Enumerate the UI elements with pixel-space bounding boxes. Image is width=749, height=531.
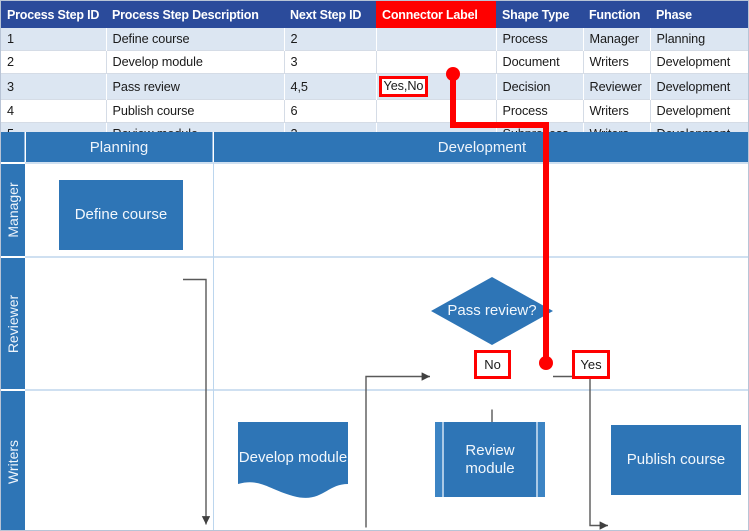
column-header-connector-label[interactable]: Connector Label bbox=[376, 1, 496, 28]
data-table: Process Step ID Process Step Description… bbox=[1, 1, 748, 145]
connector-develop-to-review bbox=[365, 372, 430, 528]
cell-description[interactable]: Define course bbox=[106, 28, 285, 51]
shape-review-module[interactable]: Review module bbox=[435, 422, 545, 497]
cell-description[interactable]: Publish course bbox=[106, 99, 285, 123]
connector-label-yes[interactable]: Yes bbox=[572, 350, 610, 379]
cell-function[interactable]: Writers bbox=[583, 99, 651, 123]
cell-function[interactable]: Manager bbox=[583, 28, 651, 51]
cell-function[interactable]: Reviewer bbox=[583, 73, 651, 100]
connector-label-no-text: No bbox=[484, 357, 501, 372]
cell-shape-type[interactable]: Decision bbox=[496, 73, 584, 100]
cell-shape-type[interactable]: Process bbox=[496, 28, 584, 51]
shape-define-course-label: Define course bbox=[74, 206, 168, 223]
shape-publish-course[interactable]: Publish course bbox=[611, 425, 741, 495]
connector-define-to-develop bbox=[183, 278, 211, 525]
cell-next-step[interactable]: 2 bbox=[284, 28, 377, 51]
lane-label-writers: Writers bbox=[1, 390, 25, 530]
column-header-phase[interactable]: Phase bbox=[650, 1, 748, 28]
swimlane-diagram: Planning Development Manager Reviewer Wr… bbox=[1, 132, 748, 530]
cell-step-id[interactable]: 4 bbox=[1, 99, 107, 123]
diamond-icon bbox=[431, 277, 553, 345]
shape-define-course[interactable]: Define course bbox=[59, 180, 183, 250]
lane-label-manager: Manager bbox=[1, 163, 25, 256]
lane-separator-top bbox=[25, 162, 748, 164]
phase-divider-line bbox=[213, 163, 214, 530]
cell-step-id[interactable]: 3 bbox=[1, 73, 107, 100]
cell-step-id[interactable]: 1 bbox=[1, 28, 107, 51]
connector-label-no[interactable]: No bbox=[474, 350, 511, 379]
column-header-shape-type[interactable]: Shape Type bbox=[496, 1, 583, 28]
table-row[interactable]: 2 Develop module 3 Document Writers Deve… bbox=[1, 50, 748, 74]
table-header-row: Process Step ID Process Step Description… bbox=[1, 1, 748, 28]
connector-label-yes-text: Yes bbox=[580, 357, 602, 372]
column-header-process-step-id[interactable]: Process Step ID bbox=[1, 1, 106, 28]
cell-shape-type[interactable]: Document bbox=[496, 50, 584, 74]
lane-label-reviewer: Reviewer bbox=[1, 257, 25, 389]
cell-step-id[interactable]: 2 bbox=[1, 50, 107, 74]
cell-connector-label[interactable] bbox=[376, 50, 497, 74]
shape-review-module-label: Review module bbox=[465, 441, 515, 477]
shape-develop-module[interactable]: Develop module bbox=[238, 422, 348, 502]
lane-separator-reviewer-writers bbox=[25, 389, 748, 391]
table-row[interactable]: 1 Define course 2 Process Manager Planni… bbox=[1, 28, 748, 51]
phase-header-corner bbox=[1, 132, 25, 162]
column-header-next-step-id[interactable]: Next Step ID bbox=[284, 1, 376, 28]
table-row[interactable]: 3 Pass review 4,5 Yes,No Decision Review… bbox=[1, 73, 748, 100]
column-header-process-step-description[interactable]: Process Step Description bbox=[106, 1, 284, 28]
cell-shape-type[interactable]: Process bbox=[496, 99, 584, 123]
cell-connector-label[interactable] bbox=[376, 99, 497, 123]
lane-label-writers-text: Writers bbox=[5, 439, 21, 484]
column-header-function[interactable]: Function bbox=[583, 1, 650, 28]
cell-function[interactable]: Writers bbox=[583, 50, 651, 74]
lane-label-reviewer-text: Reviewer bbox=[5, 294, 21, 353]
cell-next-step[interactable]: 4,5 bbox=[284, 73, 377, 100]
document-icon bbox=[238, 422, 348, 498]
process-data-table: Process Step ID Process Step Description… bbox=[1, 1, 748, 145]
table-row[interactable]: 4 Publish course 6 Process Writers Devel… bbox=[1, 99, 748, 123]
cell-phase[interactable]: Development bbox=[650, 50, 748, 74]
cell-phase[interactable]: Development bbox=[650, 73, 748, 100]
shape-pass-review[interactable]: Pass review? bbox=[430, 276, 554, 346]
phase-header-planning: Planning bbox=[26, 132, 213, 162]
cell-next-step[interactable]: 6 bbox=[284, 99, 377, 123]
phase-header-development: Development bbox=[214, 132, 748, 162]
cell-connector-label[interactable] bbox=[376, 28, 497, 51]
shape-publish-course-label: Publish course bbox=[626, 451, 726, 468]
cell-phase[interactable]: Development bbox=[650, 99, 748, 123]
lane-separator-manager-reviewer bbox=[25, 256, 748, 258]
cell-phase[interactable]: Planning bbox=[650, 28, 748, 51]
cell-description[interactable]: Develop module bbox=[106, 50, 285, 74]
connector-label-value: Yes,No bbox=[378, 76, 429, 97]
cell-next-step[interactable]: 3 bbox=[284, 50, 377, 74]
connector-yes-to-publish bbox=[553, 375, 608, 530]
cell-description[interactable]: Pass review bbox=[106, 73, 285, 100]
lane-label-manager-text: Manager bbox=[5, 182, 21, 238]
cell-connector-label-highlighted[interactable]: Yes,No bbox=[376, 73, 497, 100]
